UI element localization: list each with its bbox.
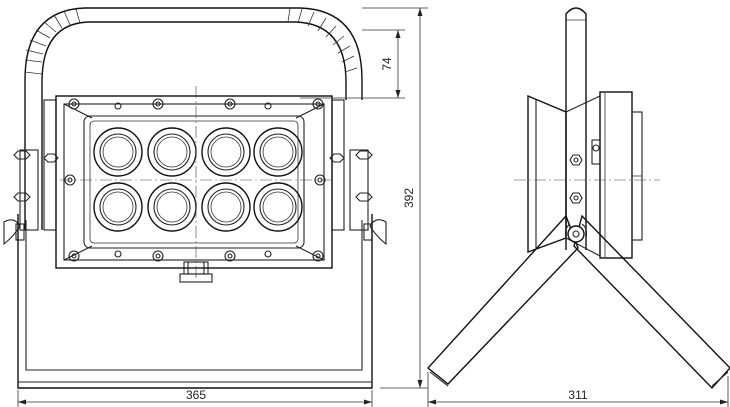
dim-handle-offset: 74 [300,29,405,99]
side-handle [565,7,587,250]
lens [253,182,303,232]
lens [147,182,197,232]
lens [93,182,143,232]
lens [93,127,143,177]
dim-depth-side: 311 [427,372,729,407]
lens [253,127,303,177]
front-view: 365 74 392 [3,7,428,407]
cable-gland [179,261,213,283]
dim-height-total: 392 [362,7,428,389]
side-heatsink [591,91,643,259]
dim-label-311: 311 [568,388,587,402]
front-housing [55,95,333,269]
front-lens-array [93,127,303,232]
front-floor-stand [17,214,373,389]
wing-nut-right [363,219,387,246]
front-center-lines [60,86,332,280]
lens [147,127,197,177]
dim-label-365: 365 [186,388,206,402]
front-side-brackets [19,99,369,231]
dim-label-392: 392 [402,188,416,208]
wing-nut-left [3,219,25,246]
front-bracket-bolts [13,150,373,202]
side-housing [527,94,601,257]
front-handle [24,7,363,230]
lens [201,182,251,232]
side-view: 311 [426,7,730,407]
side-stand-legs [426,214,730,390]
lens [201,127,251,177]
side-nuts [569,154,583,204]
dim-label-74: 74 [380,57,394,71]
dim-width-front: 365 [17,388,373,407]
